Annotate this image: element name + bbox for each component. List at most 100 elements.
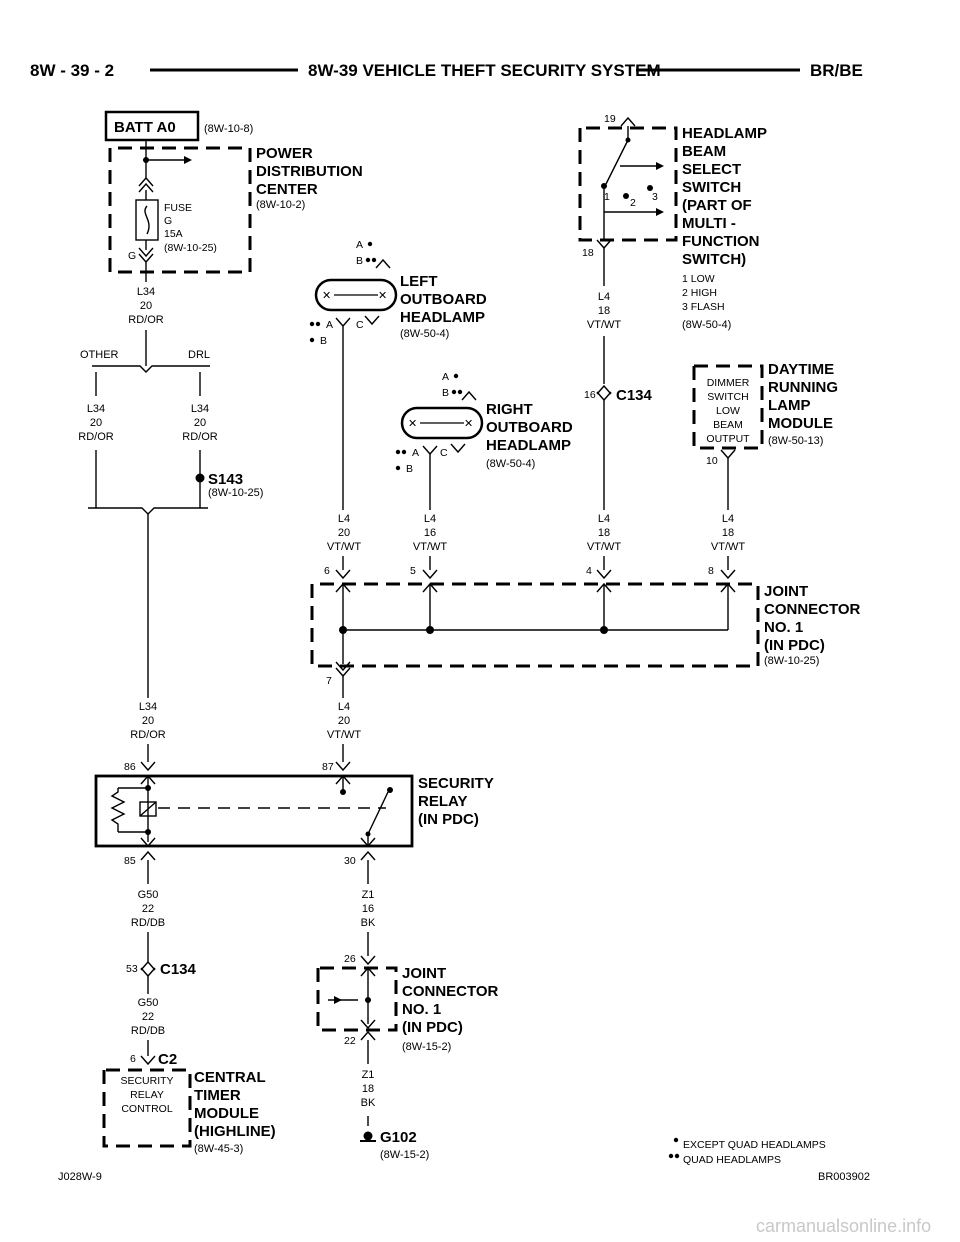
wire-l4-drl: L4 18 VT/WT bbox=[711, 513, 745, 553]
svg-text:RD/DB: RD/DB bbox=[131, 1025, 165, 1037]
svg-text:VT/WT: VT/WT bbox=[711, 541, 745, 553]
central-timer-module: SECURITY RELAY CONTROL CENTRAL TIMER MOD… bbox=[102, 1068, 276, 1155]
svg-text:✕: ✕ bbox=[464, 418, 473, 430]
svg-text:RD/OR: RD/OR bbox=[128, 314, 164, 326]
svg-text:NO. 1: NO. 1 bbox=[402, 1001, 441, 1018]
svg-text:3: 3 bbox=[652, 191, 658, 203]
svg-text:HEADLAMP: HEADLAMP bbox=[682, 125, 767, 142]
svg-text:15A: 15A bbox=[164, 228, 183, 240]
svg-text:✕: ✕ bbox=[408, 418, 417, 430]
svg-text:MODULE: MODULE bbox=[194, 1105, 259, 1122]
svg-text:18: 18 bbox=[598, 305, 610, 317]
right-outboard-headlamp: A B ✕✕ RIGHT OUTBOARD HEADLAMP (8W-50-4)… bbox=[395, 371, 573, 475]
svg-text:OTHER: OTHER bbox=[80, 349, 119, 361]
batt-label: BATT A0 bbox=[114, 119, 176, 136]
svg-text:VT/WT: VT/WT bbox=[327, 729, 361, 741]
svg-text:20: 20 bbox=[338, 715, 350, 727]
svg-text:DRL: DRL bbox=[188, 349, 210, 361]
svg-text:CENTER: CENTER bbox=[256, 181, 318, 198]
power-distribution-center: BATT A0 (8W-10-8) POWER DISTRIBUTION CEN… bbox=[104, 110, 363, 274]
svg-text:✕: ✕ bbox=[322, 290, 331, 302]
svg-text:B: B bbox=[320, 335, 327, 347]
svg-text:L34: L34 bbox=[191, 403, 209, 415]
wire-l4-relay: L4 20 VT/WT bbox=[327, 701, 361, 741]
svg-text:3 FLASH: 3 FLASH bbox=[682, 301, 725, 313]
wire-g50-top: G50 22 RD/DB bbox=[131, 889, 165, 929]
header: 8W - 39 - 2 8W-39 VEHICLE THEFT SECURITY… bbox=[30, 61, 863, 80]
resistor-icon bbox=[110, 788, 126, 832]
svg-text:G50: G50 bbox=[138, 997, 159, 1009]
svg-text:8: 8 bbox=[708, 565, 714, 577]
svg-text:85: 85 bbox=[124, 855, 136, 867]
svg-text:(8W-50-4): (8W-50-4) bbox=[486, 458, 535, 470]
svg-text:OUTBOARD: OUTBOARD bbox=[400, 291, 487, 308]
svg-text:OUTBOARD: OUTBOARD bbox=[486, 419, 573, 436]
svg-text:G: G bbox=[128, 250, 136, 262]
svg-text:(8W-15-2): (8W-15-2) bbox=[380, 1149, 429, 1161]
svg-text:HEADLAMP: HEADLAMP bbox=[400, 309, 485, 326]
svg-text:G50: G50 bbox=[138, 889, 159, 901]
joint-connector-1: 6 5 4 8 7 JOINT CONNECTOR NO. 1 (IN PDC)… bbox=[310, 556, 861, 687]
svg-text:SWITCH): SWITCH) bbox=[682, 251, 746, 268]
svg-text:G102: G102 bbox=[380, 1129, 417, 1146]
splice-ref: (8W-10-25) bbox=[208, 487, 263, 499]
svg-text:JOINT: JOINT bbox=[402, 965, 446, 982]
svg-text:VT/WT: VT/WT bbox=[413, 541, 447, 553]
svg-text:(IN PDC): (IN PDC) bbox=[402, 1019, 463, 1036]
svg-text:POWER: POWER bbox=[256, 145, 313, 162]
svg-text:B: B bbox=[442, 387, 449, 399]
svg-text:10: 10 bbox=[706, 455, 718, 467]
svg-text:22: 22 bbox=[142, 1011, 154, 1023]
footer-left-code: J028W-9 bbox=[58, 1171, 102, 1183]
wire-l4-switch-top: L4 18 VT/WT bbox=[587, 291, 621, 331]
svg-text:VT/WT: VT/WT bbox=[587, 541, 621, 553]
svg-text:86: 86 bbox=[124, 761, 136, 773]
svg-text:1 LOW: 1 LOW bbox=[682, 273, 715, 285]
svg-text:LOW: LOW bbox=[716, 405, 740, 417]
svg-text:MULTI -: MULTI - bbox=[682, 215, 736, 232]
svg-text:RD/DB: RD/DB bbox=[131, 917, 165, 929]
svg-text:(8W-10-25): (8W-10-25) bbox=[164, 242, 217, 254]
svg-text:26: 26 bbox=[344, 953, 356, 965]
svg-text:4: 4 bbox=[586, 565, 592, 577]
svg-text:16: 16 bbox=[424, 527, 436, 539]
svg-text:2: 2 bbox=[630, 197, 636, 209]
svg-text:NO. 1: NO. 1 bbox=[764, 619, 803, 636]
svg-text:(8W-10-25): (8W-10-25) bbox=[764, 655, 819, 667]
svg-text:L34: L34 bbox=[87, 403, 105, 415]
svg-text:20: 20 bbox=[90, 417, 102, 429]
svg-text:L4: L4 bbox=[338, 701, 350, 713]
wire-l4-left-headlamp: L4 20 VT/WT bbox=[327, 513, 361, 553]
svg-text:OUTPUT: OUTPUT bbox=[706, 433, 750, 445]
svg-text:SWITCH: SWITCH bbox=[682, 179, 741, 196]
svg-text:7: 7 bbox=[326, 675, 332, 687]
svg-text:L34: L34 bbox=[137, 286, 155, 298]
legend: EXCEPT QUAD HEADLAMPS QUAD HEADLAMPS bbox=[668, 1137, 826, 1166]
ground-icon bbox=[363, 1131, 373, 1141]
svg-text:(8W-50-4): (8W-50-4) bbox=[400, 328, 449, 340]
svg-text:FUSE: FUSE bbox=[164, 202, 192, 214]
svg-text:B: B bbox=[356, 255, 363, 267]
wire-l34-relay: L34 20 RD/OR bbox=[130, 701, 166, 741]
svg-text:C: C bbox=[356, 319, 364, 331]
svg-text:5: 5 bbox=[410, 565, 416, 577]
svg-text:L4: L4 bbox=[722, 513, 734, 525]
svg-text:20: 20 bbox=[142, 715, 154, 727]
svg-text:A: A bbox=[356, 239, 363, 251]
svg-text:QUAD HEADLAMPS: QUAD HEADLAMPS bbox=[683, 1154, 781, 1166]
relay-coil-icon bbox=[139, 801, 157, 817]
svg-text:1: 1 bbox=[604, 191, 610, 203]
svg-text:BEAM: BEAM bbox=[682, 143, 726, 160]
security-relay: 86 87 85 30 SECURITY RELAY (IN PDC) bbox=[94, 761, 494, 867]
svg-text:RD/OR: RD/OR bbox=[78, 431, 114, 443]
svg-text:TIMER: TIMER bbox=[194, 1087, 241, 1104]
svg-text:RUNNING: RUNNING bbox=[768, 379, 838, 396]
svg-text:RELAY: RELAY bbox=[130, 1089, 164, 1101]
wire-l34-main: L34 20 RD/OR bbox=[128, 286, 164, 326]
svg-text:(8W-50-4): (8W-50-4) bbox=[682, 319, 731, 331]
batt-ref: (8W-10-8) bbox=[204, 123, 253, 135]
ground-g102: G102 (8W-15-2) bbox=[360, 1129, 429, 1161]
page-title: 8W-39 VEHICLE THEFT SECURITY SYSTEM bbox=[308, 61, 661, 80]
svg-text:B: B bbox=[406, 463, 413, 475]
